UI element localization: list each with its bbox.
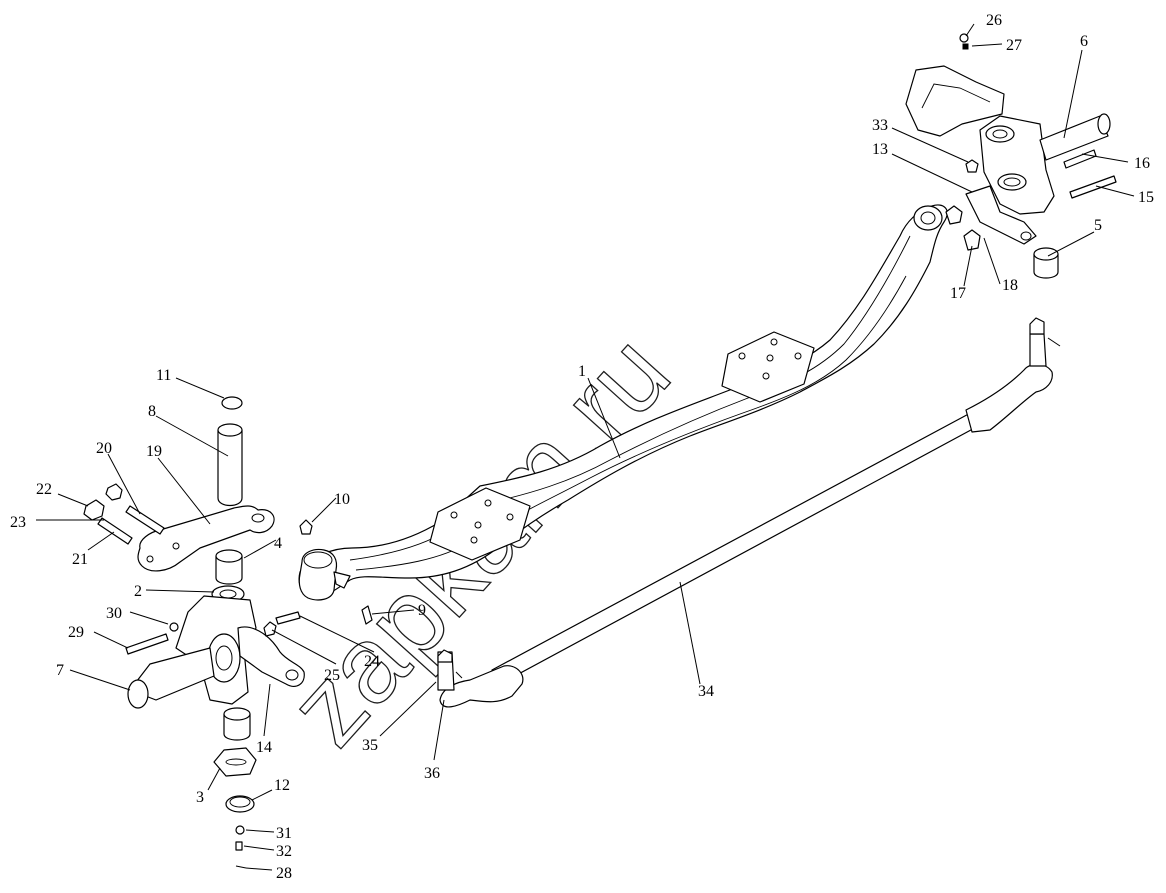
callout-25: 25 — [324, 667, 340, 684]
callout-24: 24 — [364, 653, 380, 670]
callout-1: 1 — [578, 363, 586, 380]
seal — [213, 747, 257, 777]
callout-34: 34 — [698, 683, 714, 700]
callout-29: 29 — [68, 624, 84, 641]
callout-8: 8 — [148, 403, 156, 420]
left-knuckle-group — [83, 396, 373, 869]
callout-4: 4 — [274, 535, 282, 552]
bushing-lower — [223, 713, 251, 741]
callout-33: 33 — [872, 117, 888, 134]
callout-23: 23 — [10, 514, 26, 531]
callout-26: 26 — [986, 12, 1002, 29]
callout-35: 35 — [362, 737, 378, 754]
steering-arm — [137, 505, 275, 572]
right-bracket — [905, 65, 1005, 137]
right-knuckle-group — [905, 33, 1117, 279]
callout-16: 16 — [1134, 155, 1150, 172]
callout-7: 7 — [56, 662, 64, 679]
cap — [225, 795, 255, 813]
callout-21: 21 — [72, 551, 88, 568]
callout-11: 11 — [156, 367, 171, 384]
tie-rod-assembly — [437, 317, 1053, 708]
callout-36: 36 — [424, 765, 440, 782]
callout-18: 18 — [1002, 277, 1018, 294]
axle-beam — [298, 204, 948, 601]
callout-14: 14 — [256, 739, 272, 756]
callout-labels: 1 2 3 4 5 6 7 8 9 10 11 12 13 14 15 16 1… — [10, 12, 1154, 882]
callout-31: 31 — [276, 825, 292, 842]
bushing-upper — [215, 555, 243, 585]
callout-20: 20 — [96, 440, 112, 457]
lock-ring — [221, 396, 243, 410]
leader-lines — [36, 23, 1135, 871]
callout-17: 17 — [950, 285, 966, 302]
callout-6: 6 — [1080, 33, 1088, 50]
callout-19: 19 — [146, 443, 162, 460]
callout-5: 5 — [1094, 217, 1102, 234]
bushing-right — [1033, 253, 1059, 279]
spindle-right — [1039, 115, 1109, 161]
callout-13: 13 — [872, 141, 888, 158]
callout-27: 27 — [1006, 37, 1022, 54]
callout-3: 3 — [196, 789, 204, 806]
callout-22: 22 — [36, 481, 52, 498]
callout-28: 28 — [276, 865, 292, 882]
callout-10: 10 — [334, 491, 350, 508]
callout-9: 9 — [418, 602, 426, 619]
callout-30: 30 — [106, 605, 122, 622]
nut-22 — [83, 499, 105, 521]
callout-32: 32 — [276, 843, 292, 860]
spindle-left — [129, 647, 215, 701]
callout-12: 12 — [274, 777, 290, 794]
callout-15: 15 — [1138, 189, 1154, 206]
king-pin — [217, 429, 243, 507]
callout-2: 2 — [134, 583, 142, 600]
